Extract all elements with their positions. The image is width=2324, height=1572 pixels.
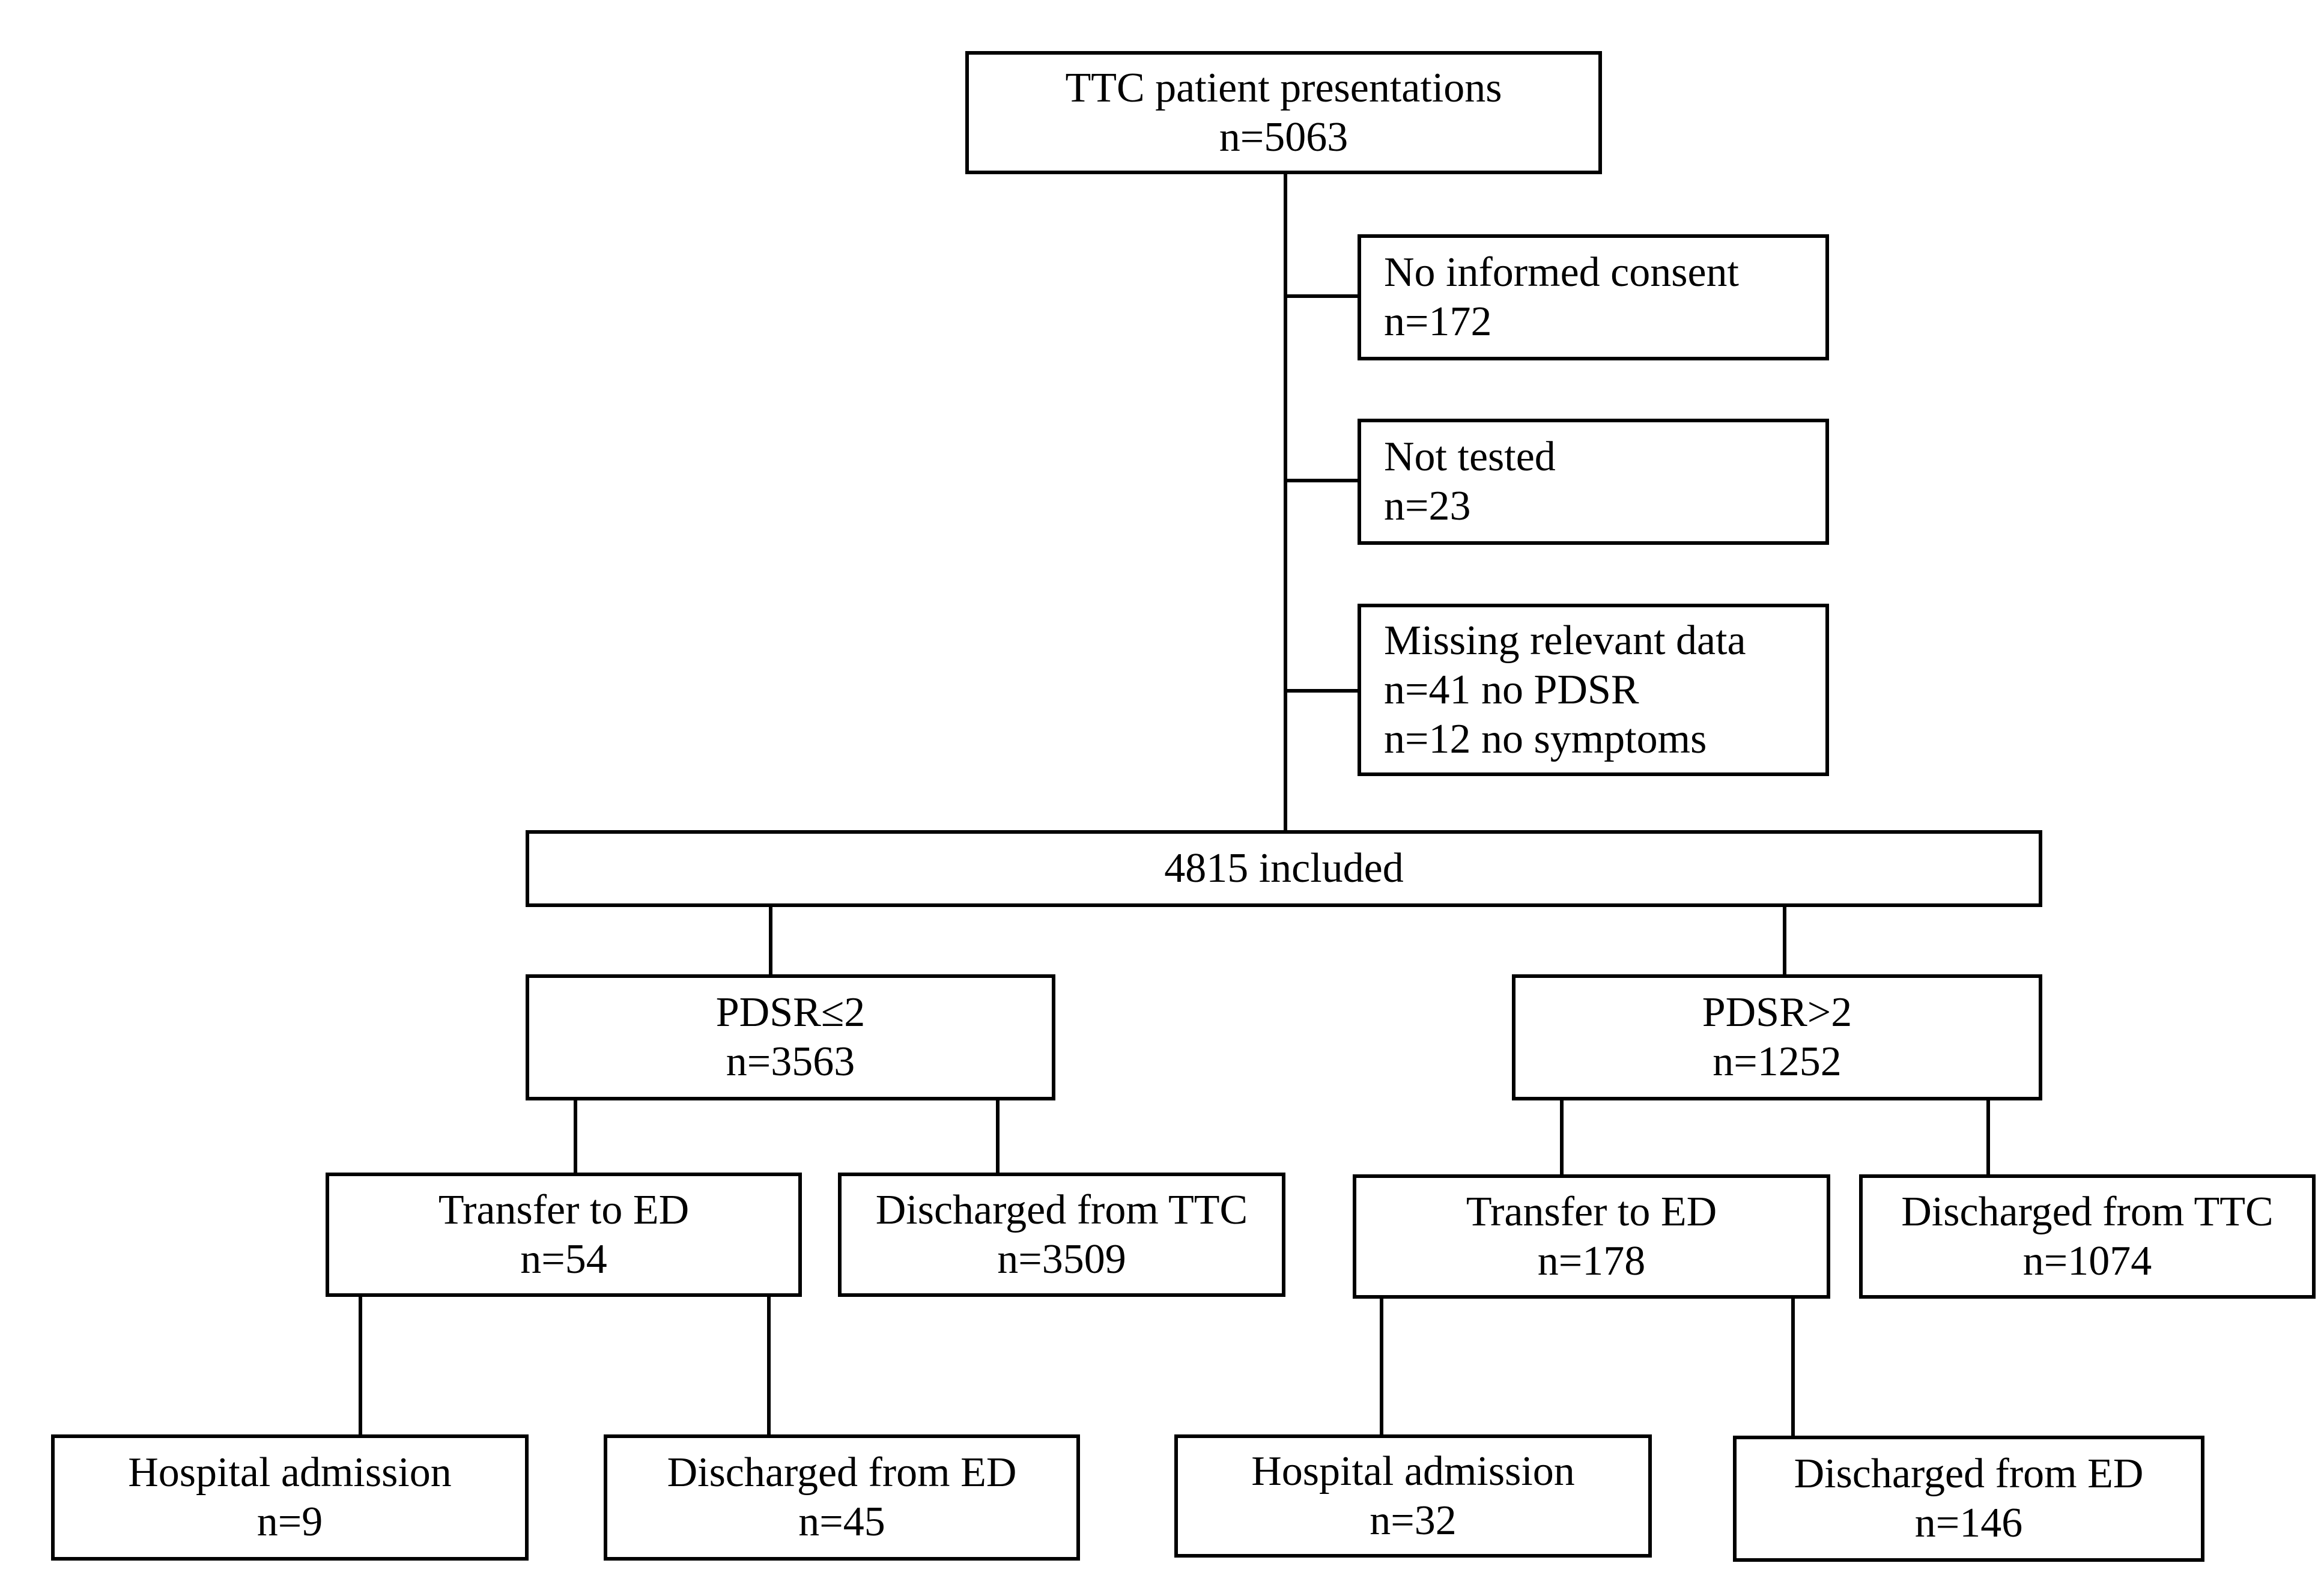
box-title: PDSR>2 — [1702, 989, 1852, 1036]
box-count: n=9 — [256, 1499, 323, 1545]
connector-right-transfer-admission — [1380, 1296, 1383, 1436]
box-pdsr-gt-2: PDSR>2 n=1252 — [1512, 974, 2042, 1100]
connector-left-group-transfer — [574, 1099, 577, 1174]
box-left-discharged-from-ed: Discharged from ED n=45 — [604, 1434, 1080, 1561]
box-title: No informed consent — [1384, 249, 1739, 296]
box-included: 4815 included — [526, 830, 2042, 907]
box-title: Transfer to ED — [438, 1186, 690, 1233]
connector-left-transfer-admission — [359, 1294, 362, 1436]
box-title: Discharged from TTC — [875, 1186, 1248, 1233]
connector-exclusion-consent — [1284, 294, 1361, 298]
box-title: TTC patient presentations — [1065, 64, 1502, 111]
box-title: PDSR≤2 — [715, 989, 866, 1036]
connector-right-transfer-discharged-ed — [1791, 1296, 1795, 1436]
box-not-tested: Not tested n=23 — [1358, 419, 1829, 545]
box-count: n=23 — [1384, 483, 1471, 529]
connector-left-group-discharged — [996, 1099, 1000, 1174]
box-count: n=1074 — [2022, 1237, 2152, 1284]
box-right-discharged-from-ed: Discharged from ED n=146 — [1733, 1436, 2204, 1562]
box-missing-relevant-data: Missing relevant data n=41 no PDSR n=12 … — [1358, 604, 1829, 776]
box-count: n=54 — [520, 1236, 607, 1282]
box-count: n=32 — [1370, 1497, 1457, 1544]
box-left-discharged-from-ttc: Discharged from TTC n=3509 — [838, 1173, 1285, 1297]
connector-left-transfer-discharged-ed — [767, 1294, 771, 1436]
box-title: Not tested — [1384, 434, 1556, 480]
box-title: Transfer to ED — [1466, 1188, 1717, 1235]
connector-exclusion-not-tested — [1284, 479, 1361, 482]
box-count: n=45 — [798, 1499, 885, 1545]
connector-right-group-transfer — [1560, 1099, 1564, 1176]
box-right-discharged-from-ttc: Discharged from TTC n=1074 — [1859, 1174, 2316, 1299]
connector-included-right — [1783, 904, 1786, 976]
box-count-no-symptoms: n=12 no symptoms — [1384, 715, 1707, 762]
box-title: Missing relevant data — [1384, 617, 1746, 664]
box-count: n=3509 — [997, 1236, 1126, 1282]
box-left-transfer-to-ed: Transfer to ED n=54 — [326, 1173, 802, 1297]
box-title: Discharged from TTC — [1901, 1188, 2274, 1235]
box-title: Discharged from ED — [1794, 1451, 2144, 1497]
box-title: Discharged from ED — [667, 1449, 1017, 1496]
box-pdsr-le-2: PDSR≤2 n=3563 — [526, 974, 1055, 1100]
box-count: n=3563 — [726, 1039, 855, 1085]
box-right-hospital-admission: Hospital admission n=32 — [1174, 1434, 1652, 1558]
box-left-hospital-admission: Hospital admission n=9 — [51, 1434, 529, 1561]
box-ttc-presentations: TTC patient presentations n=5063 — [965, 51, 1602, 174]
box-count: n=5063 — [1219, 114, 1349, 160]
box-count: n=172 — [1384, 299, 1492, 345]
connector-right-group-discharged — [1986, 1099, 1990, 1176]
box-no-informed-consent: No informed consent n=172 — [1358, 234, 1829, 360]
box-title: 4815 included — [1164, 845, 1404, 891]
box-count: n=178 — [1537, 1237, 1646, 1284]
connector-top-trunk — [1284, 171, 1287, 832]
box-count: n=1252 — [1713, 1039, 1842, 1085]
box-title: Hospital admission — [128, 1449, 452, 1496]
box-count: n=146 — [1914, 1500, 2023, 1546]
connector-exclusion-missing — [1284, 689, 1361, 693]
box-count-no-pdsr: n=41 no PDSR — [1384, 666, 1639, 713]
connector-included-left — [769, 904, 772, 976]
box-title: Hospital admission — [1251, 1448, 1575, 1495]
box-right-transfer-to-ed: Transfer to ED n=178 — [1353, 1174, 1830, 1299]
